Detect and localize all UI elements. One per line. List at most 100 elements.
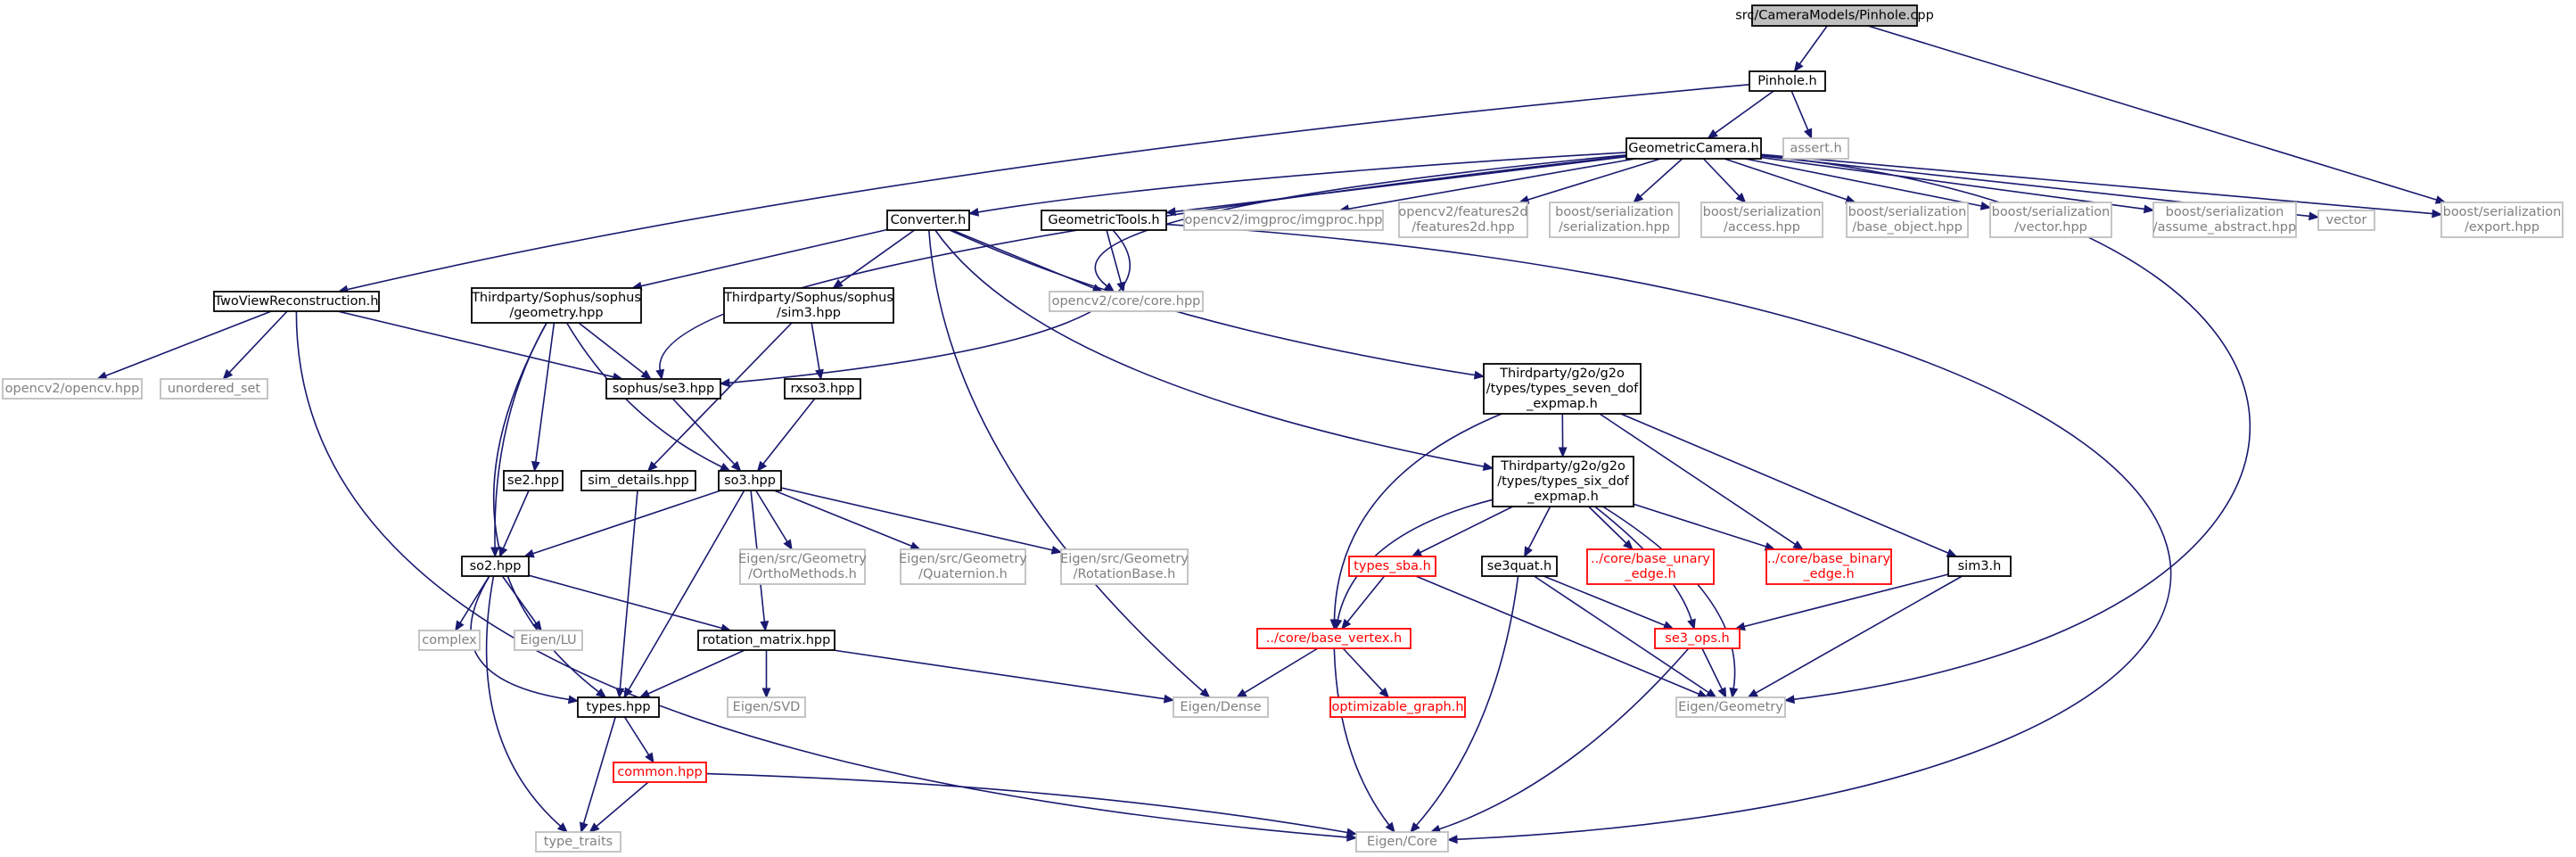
node-box — [1398, 202, 1528, 238]
node-label-line: /sim3.hpp — [777, 306, 841, 320]
node-label-line: /Quaternion.h — [918, 567, 1008, 581]
arrowhead-simdet-to-types — [615, 688, 625, 699]
arrowhead-geocam-to-babstract — [2143, 204, 2155, 214]
edge-basevertex-to-eigendense — [1244, 647, 1319, 694]
node-label-line: vector — [2326, 213, 2367, 227]
node-bvector: boost/serialization/vector.hpp — [1989, 202, 2112, 238]
node-sophgeom[interactable]: Thirdparty/Sophus/sophus/geometry.hpp — [471, 287, 642, 324]
node-label-line: /vector.hpp — [2014, 220, 2087, 235]
edge-converter-to-sophgeom — [640, 228, 888, 287]
node-box — [1586, 548, 1715, 585]
node-g2o7[interactable]: Thirdparty/g2o/g2o/types/types_seven_dof… — [1483, 363, 1642, 415]
node-vector: vector — [2317, 210, 2375, 231]
edge-twoview-to-eigencore — [295, 310, 1348, 838]
node-se3quat[interactable]: se3quat.h — [1481, 556, 1558, 577]
node-quat: Eigen/src/Geometry/Quaternion.h — [899, 548, 1027, 585]
edge-geocam-to-converter — [977, 152, 1627, 213]
node-box — [2317, 210, 2375, 231]
node-label-line: boost/serialization — [2443, 205, 2562, 219]
node-eigendense: Eigen/Dense — [1173, 696, 1269, 718]
node-rotmat[interactable]: rotation_matrix.hpp — [697, 630, 835, 651]
edge-geocam-to-bserial — [1640, 158, 1683, 197]
arrowhead-converter-to-eigendense — [1199, 688, 1211, 698]
edge-rxso3-to-so3 — [762, 398, 816, 465]
edge-common-to-typetraits — [596, 781, 649, 828]
arrowhead-sophgeom-to-so3 — [719, 462, 731, 472]
edge-geotools-to-se3 — [728, 229, 1131, 384]
node-box — [784, 378, 861, 400]
node-se3ops[interactable]: se3_ops.h — [1654, 628, 1741, 649]
node-sim3h[interactable]: sim3.h — [1947, 556, 2012, 577]
node-geocam[interactable]: GeometricCamera.h — [1625, 137, 1762, 160]
arrowhead-converter-to-sophsim3 — [832, 278, 844, 289]
node-typetraits: type_traits — [535, 831, 621, 853]
node-label-line: GeometricCamera.h — [1628, 142, 1758, 156]
node-eigengeom: Eigen/Geometry — [1675, 696, 1786, 718]
edge-g2o7-to-basebinary — [1599, 413, 1796, 546]
edge-so2-to-types — [470, 575, 570, 701]
node-rxso3[interactable]: rxso3.hpp — [784, 378, 861, 400]
arrowhead-geocam-to-eigengeom — [1783, 695, 1795, 705]
node-se3[interactable]: sophus/se3.hpp — [605, 378, 721, 400]
node-label-line: opencv2/imgproc/imgproc.hpp — [1184, 213, 1382, 227]
edge-sophgeom-to-so3 — [565, 322, 722, 468]
node-box — [1549, 202, 1680, 238]
edge-twoview-to-unordered — [228, 310, 288, 374]
node-label-line: Eigen/Geometry — [1678, 700, 1783, 714]
node-box — [1049, 291, 1204, 312]
node-label-line: Eigen/Dense — [1180, 700, 1261, 714]
arrowhead-pinhole-to-assert — [1804, 128, 1813, 140]
node-common[interactable]: common.hpp — [613, 762, 707, 783]
node-label-line: se3quat.h — [1487, 559, 1551, 573]
node-so2[interactable]: so2.hpp — [461, 556, 530, 577]
node-babstract: boost/serialization/assume_abstract.hpp — [2152, 202, 2297, 238]
arrowhead-twoview-to-unordered — [222, 368, 234, 380]
node-pinhole[interactable]: Pinhole.h — [1749, 70, 1826, 92]
arrowhead-geocam-to-bvector — [1979, 201, 1992, 210]
node-so3[interactable]: so3.hpp — [718, 470, 782, 491]
arrowhead-g2o7-to-sim3h — [1946, 548, 1958, 557]
node-features2d: opencv2/features2d/features2d.hpp — [1398, 202, 1528, 238]
arrowhead-so3-to-quat — [909, 541, 921, 550]
node-box — [213, 291, 380, 312]
edge-root-to-boostexport — [1867, 25, 2437, 201]
arrowhead-geotools-to-se3 — [719, 378, 730, 388]
arrowhead-so3-to-types — [623, 687, 633, 699]
arrowhead-so3-to-ortho — [783, 539, 793, 551]
node-se2[interactable]: se2.hpp — [503, 470, 564, 491]
node-simdet[interactable]: sim_details.hpp — [580, 470, 696, 491]
node-basevertex[interactable]: ../core/base_vertex.h — [1256, 628, 1411, 649]
edge-rotmat-to-eigendense — [833, 649, 1165, 700]
node-geotools[interactable]: GeometricTools.h — [1041, 210, 1167, 231]
arrowhead-se3quat-to-se3ops — [1662, 621, 1675, 630]
edge-geocam-to-boostexport — [1760, 153, 2433, 215]
node-converter[interactable]: Converter.h — [886, 210, 970, 231]
edge-g2o6-to-basevertex — [1337, 499, 1494, 621]
arrowhead-rotmat-to-types — [638, 689, 651, 698]
node-typessba[interactable]: types_sba.h — [1348, 556, 1436, 577]
edge-root-to-pinhole — [1798, 25, 1828, 65]
edge-se2-to-so2 — [502, 490, 530, 549]
node-label-line: types_sba.h — [1354, 559, 1431, 573]
arrowhead-geotools-to-cvcore — [1116, 281, 1125, 293]
node-label-line: rxso3.hpp — [790, 382, 854, 396]
node-optgraph[interactable]: optimizable_graph.h — [1329, 696, 1466, 718]
node-root[interactable]: src/CameraModels/Pinhole.cpp — [1735, 4, 1934, 27]
node-assert: assert.h — [1782, 137, 1849, 160]
node-twoview[interactable]: TwoViewReconstruction.h — [213, 291, 380, 312]
node-imgproc: opencv2/imgproc/imgproc.hpp — [1183, 210, 1384, 231]
node-sophsim3[interactable]: Thirdparty/Sophus/sophus/sim3.hpp — [723, 287, 894, 324]
node-g2o6[interactable]: Thirdparty/g2o/g2o/types/types_six_dof_e… — [1492, 456, 1634, 507]
node-unordered: unordered_set — [160, 378, 268, 400]
node-basebinary[interactable]: ../core/base_binary_edge.h — [1765, 548, 1892, 585]
node-label-line: opencv2/features2d — [1398, 205, 1527, 219]
edge-se3ops-to-eigencore — [1438, 647, 1690, 830]
node-types[interactable]: types.hpp — [577, 696, 660, 718]
node-box — [1782, 137, 1849, 160]
node-baseunary[interactable]: ../core/base_unary_edge.h — [1586, 548, 1715, 585]
arrowhead-sophgeom-to-se3 — [640, 369, 652, 380]
node-box — [1700, 202, 1823, 238]
node-label-line: Eigen/LU — [520, 633, 576, 647]
edge-sophsim3-to-rxso3 — [811, 322, 820, 371]
